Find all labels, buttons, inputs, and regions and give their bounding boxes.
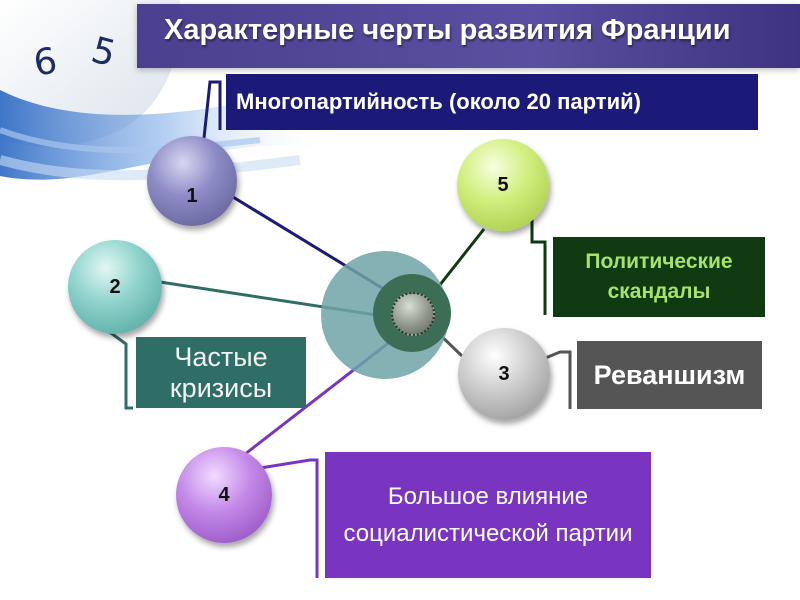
sphere-3: 3 [458, 328, 550, 420]
feature-box-2: Частые кризисы [136, 337, 306, 408]
title-bar [137, 4, 800, 68]
feature-box-5: Политические скандалы [553, 237, 765, 317]
sphere-4-number: 4 [218, 483, 230, 506]
sphere-2: 2 [68, 240, 162, 334]
sphere-5-number: 5 [497, 173, 509, 196]
bracket-line-4 [247, 458, 319, 578]
bracket-line-2 [103, 326, 133, 410]
sphere-2-number: 2 [109, 275, 121, 298]
feature-box-1: Многопартийность (около 20 партий) [226, 74, 758, 130]
sphere-3-number: 3 [498, 362, 510, 385]
feature-box-3: Реваншизм [577, 341, 762, 409]
slide-title: Характерные черты развития Франции [164, 14, 731, 46]
sphere-5: 5 [457, 139, 549, 231]
feature-box-4: Большое влияние социалистической партии [325, 452, 651, 578]
bracket-line-1 [198, 80, 222, 176]
sphere-1: 1 [147, 136, 237, 226]
hub-core-sphere [391, 292, 435, 336]
sphere-4: 4 [176, 447, 272, 543]
sphere-1-number: 1 [186, 184, 198, 207]
